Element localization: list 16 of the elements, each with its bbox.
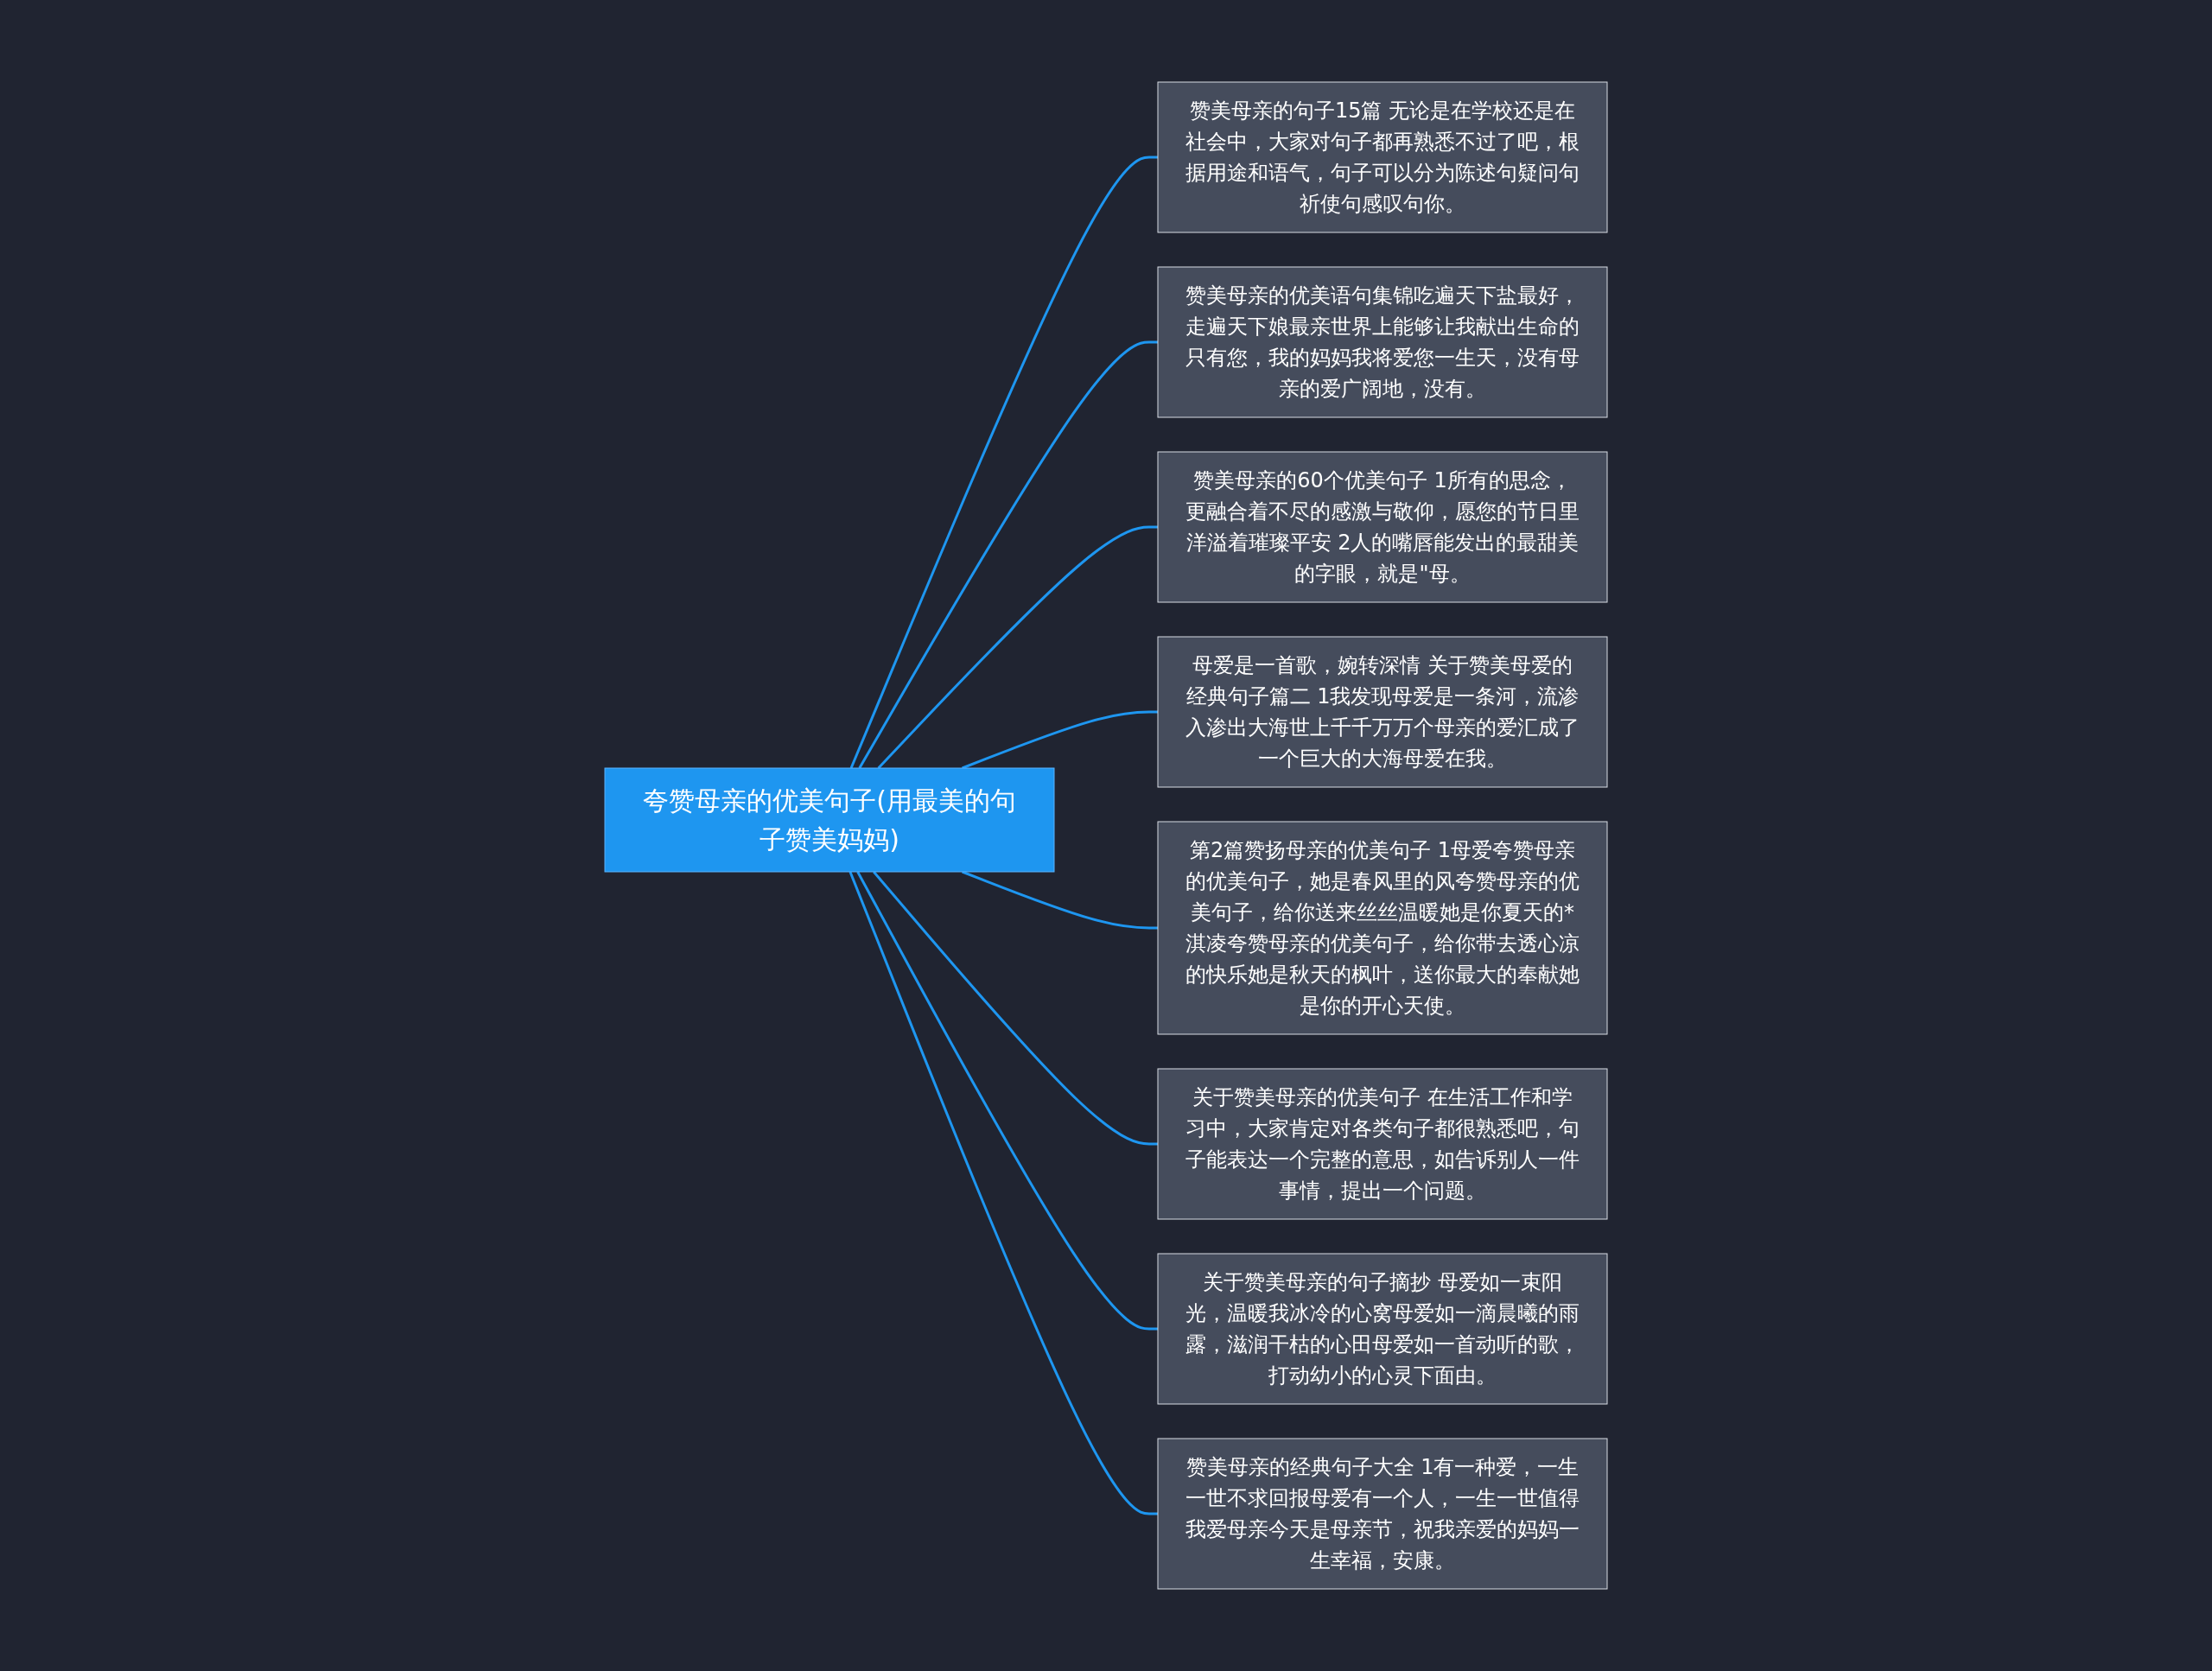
node-box: 母爱是一首歌，婉转深情 关于赞美母爱的经典句子篇二 1我发现母爱是一条河，流渗入渗出大海世上千千万万个母亲的爱汇成了一个巨大的大海母爱在我。 — [1157, 636, 1608, 788]
node-box: 夸赞母亲的优美句子(用最美的句子赞美妈妈) — [604, 767, 1055, 873]
node-box: 赞美母亲的60个优美句子 1所有的思念，更融合着不尽的感激与敬仰，愿您的节日里洋溢着璀璨平安 2人的嘴唇能发出的最甜美的字眼，就是"母。 — [1157, 451, 1608, 603]
connector — [849, 871, 1158, 1515]
connector — [858, 340, 1158, 769]
node-box: 第2篇赞扬母亲的优美句子 1母爱夸赞母亲的优美句子，她是春风里的风夸赞母亲的优美句子，给你送来丝丝温暖她是你夏天的*淇凌夸赞母亲的优美句子，给你带去透心凉的快乐她是秋天的枫叶，送你最大的奉献她是你的开心天使。 — [1157, 821, 1608, 1035]
node-box: 关于赞美母亲的句子摘抄 母爱如一束阳光，温暖我冰冷的心窝母爱如一滴晨曦的雨露，滋润干枯的心田母爱如一首动听的歌，打动幼小的心灵下面由。 — [1157, 1253, 1608, 1405]
connector — [962, 710, 1158, 770]
node-box: 关于赞美母亲的优美句子 在生活工作和学习中，大家肯定对各类句子都很熟悉吧，句子能表达一个完整的意思，如告诉别人一件事情，提出一个问题。 — [1157, 1068, 1608, 1220]
node-box: 赞美母亲的经典句子大全 1有一种爱，一生一世不求回报母爱有一个人，一生一世值得我爱母亲今天是母亲节，祝我亲爱的妈妈一生幸福，安康。 — [1157, 1438, 1608, 1590]
node-box: 赞美母亲的优美语句集锦吃遍天下盐最好，走遍天下娘最亲世界上能够让我献出生命的只有您，我的妈妈我将爱您一生天，没有母亲的爱广阔地，没有。 — [1157, 266, 1608, 418]
connector — [849, 156, 1158, 769]
connector — [873, 871, 1158, 1146]
connector — [856, 871, 1158, 1331]
connector — [877, 525, 1158, 770]
node-box: 赞美母亲的句子15篇 无论是在学校还是在社会中，大家对句子都再熟悉不过了吧，根据用途和语气，句子可以分为陈述句疑问句祈使句感叹句你。 — [1157, 81, 1608, 233]
